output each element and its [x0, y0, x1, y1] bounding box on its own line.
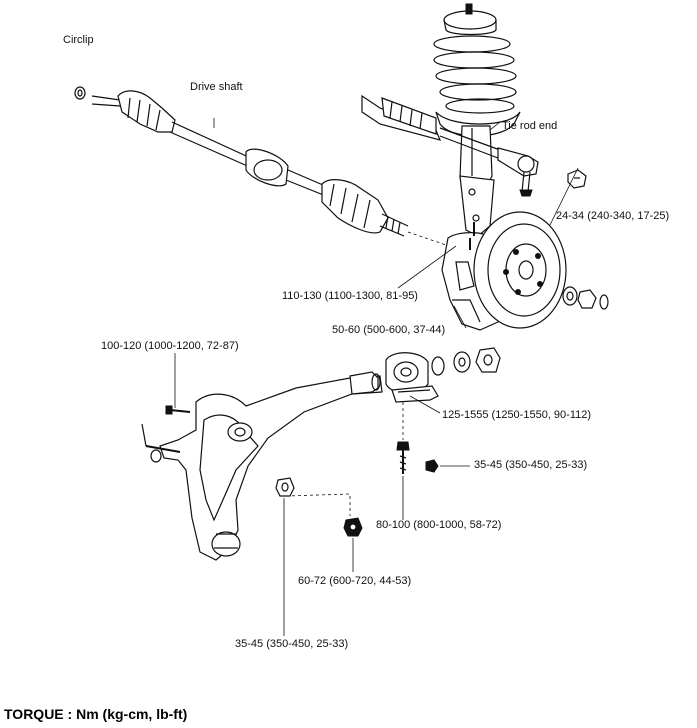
leader-lines — [174, 118, 579, 636]
torque-label-60-72: 60-72 (600-720, 44-53) — [298, 575, 412, 587]
tie-rod-assembly — [361, 94, 587, 197]
torque-label-24-34: 24-34 (240-340, 17-25) — [556, 210, 670, 222]
bushing-hardware — [385, 347, 501, 474]
hub-knuckle-assembly — [441, 211, 609, 331]
torque-label-35-45-right: 35-45 (350-450, 25-33) — [474, 459, 588, 471]
drive-shaft-label: Drive shaft — [190, 81, 243, 93]
torque-label-125-1555: 125-1555 (1250-1550, 90-112) — [442, 409, 592, 421]
lower-control-arm — [141, 371, 383, 561]
strut-assembly — [433, 3, 521, 237]
circlip-label: Circlip — [63, 34, 94, 46]
torque-label-80-100: 80-100 (800-1000, 58-72) — [376, 519, 502, 531]
torque-label-50-60: 50-60 (500-600, 37-44) — [332, 324, 446, 336]
circlip-part — [74, 86, 86, 100]
torque-label-110-130: 110-130 (1100-1300, 81-95) — [282, 290, 418, 302]
torque-label-100-120: 100-120 (1000-1200, 72-87) — [101, 340, 239, 352]
torque-label-35-45-bottom: 35-45 (350-450, 25-33) — [235, 638, 349, 650]
drive-shaft-assembly — [74, 86, 456, 249]
torque-units-footer: TORQUE : Nm (kg-cm, lb-ft) — [4, 706, 188, 722]
tie-rod-end-label: Tie rod end — [502, 120, 558, 132]
